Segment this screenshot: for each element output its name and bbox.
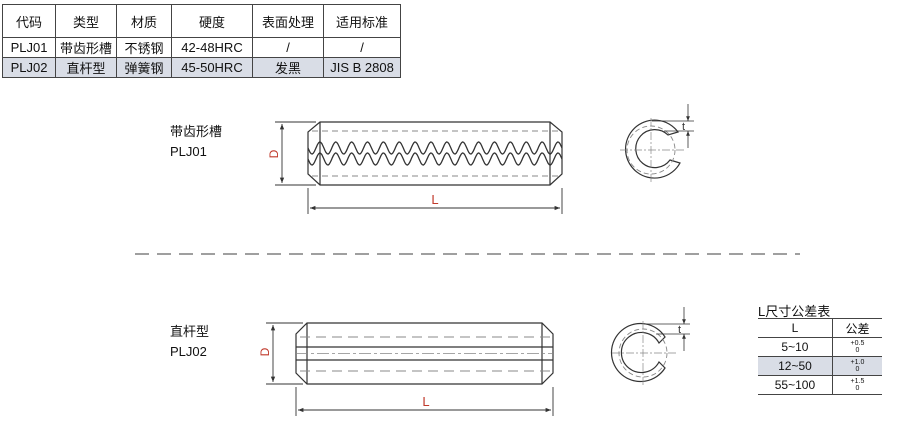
- cell-code: PLJ01: [2, 37, 56, 58]
- pin1-wave-groove-top: [307, 141, 563, 155]
- tolerance-lower: 0: [855, 385, 860, 393]
- pin2-dim-length: L: [422, 394, 429, 409]
- pin2-dimensions: [266, 322, 554, 416]
- pin2-dim-diameter: D: [258, 347, 272, 356]
- table-row: PLJ02 直杆型 弹簧钢 45-50HRC 发黑 JIS B 2808: [2, 57, 402, 78]
- pin1-dim-diameter: D: [267, 149, 281, 158]
- tolerance-lower: 0: [855, 366, 860, 374]
- pin1-type: 带齿形槽: [170, 124, 223, 139]
- header-hardness: 硬度: [171, 4, 254, 38]
- pin1-wave-groove-bottom: [307, 152, 563, 166]
- tolerance-range: 5~10: [758, 337, 833, 357]
- tolerance-lower: 0: [855, 347, 860, 355]
- tolerance-header: L 公差: [758, 318, 882, 338]
- cell-material: 弹簧钢: [116, 57, 173, 78]
- header-standard: 适用标准: [323, 4, 402, 38]
- header-code: 代码: [2, 4, 56, 38]
- tolerance-header-l: L: [758, 318, 833, 338]
- tolerance-header-value: 公差: [831, 318, 882, 338]
- tolerance-range: 12~50: [758, 356, 833, 376]
- cell-type: 直杆型: [54, 57, 118, 78]
- pin2-dim-thickness: t: [678, 324, 681, 336]
- cell-surface: 发黑: [252, 57, 325, 78]
- pin1-side-view: [307, 121, 563, 186]
- tolerance-range: 55~100: [758, 375, 833, 395]
- pin1-dimensions: [275, 121, 563, 214]
- pin2-side-view: [295, 322, 554, 385]
- pin1-end-view: [620, 104, 694, 182]
- cell-standard: JIS B 2808: [323, 57, 402, 78]
- cell-hardness: 45-50HRC: [171, 57, 254, 78]
- tolerance-upper: +0.5: [850, 340, 865, 348]
- pin2-code: PLJ02: [170, 344, 207, 359]
- pin1-label: 带齿形槽 PLJ01: [170, 122, 222, 162]
- cell-code: PLJ02: [2, 57, 56, 78]
- pin1-dim-length: L: [431, 192, 438, 207]
- table-row: PLJ01 带齿形槽 不锈钢 42-48HRC / /: [2, 37, 402, 58]
- pin1-dim-thickness: t: [682, 121, 685, 133]
- cell-type: 带齿形槽: [54, 37, 118, 58]
- pin2-type: 直杆型: [170, 324, 210, 339]
- tolerance-upper: +1.0: [850, 359, 865, 367]
- pin2-label: 直杆型 PLJ02: [170, 322, 209, 362]
- tolerance-upper: +1.5: [850, 378, 865, 386]
- spec-table-header: 代码 类型 材质 硬度 表面处理 适用标准: [2, 4, 402, 38]
- pin2-end-view: [610, 307, 690, 385]
- pin1-code: PLJ01: [170, 144, 207, 159]
- spec-table: 代码 类型 材质 硬度 表面处理 适用标准 PLJ01 带齿形槽 不锈钢 42-…: [2, 4, 402, 78]
- header-type: 类型: [54, 4, 118, 38]
- tolerance-title: L尺寸公差表: [758, 304, 831, 319]
